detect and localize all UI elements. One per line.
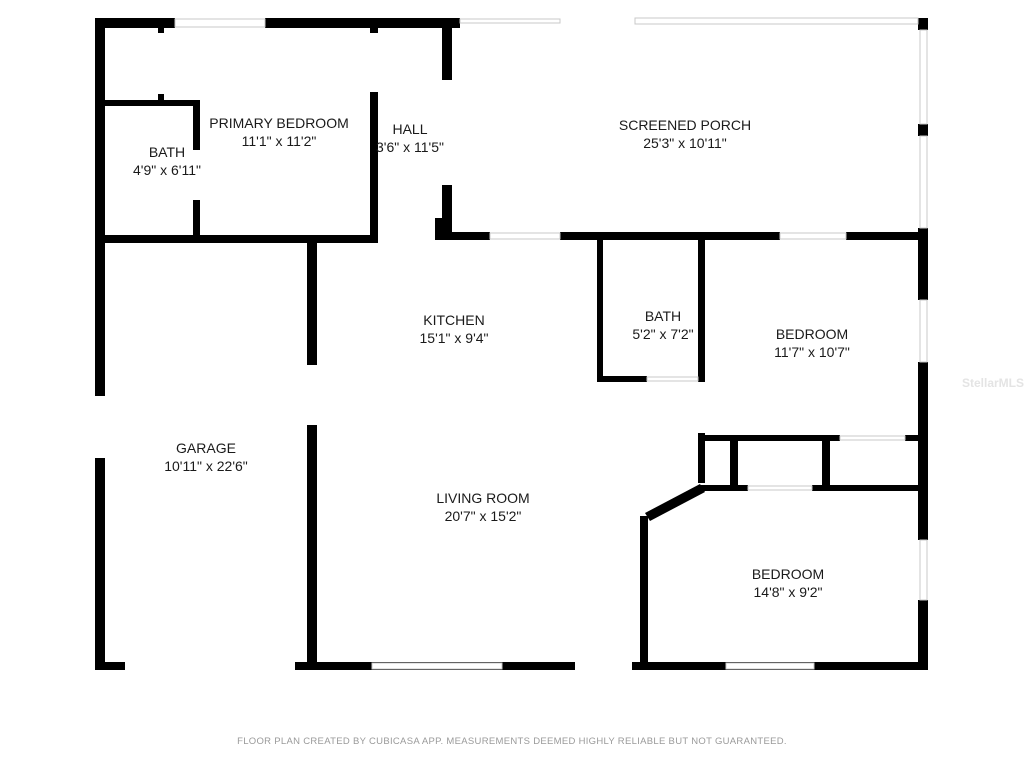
- room-name: BEDROOM: [751, 566, 825, 582]
- room-bath-primary: BATH 4'9" x 6'11": [133, 143, 201, 179]
- room-name: PRIMARY BEDROOM: [209, 115, 349, 131]
- room-primary-bedroom: PRIMARY BEDROOM 11'1" x 11'2": [209, 114, 349, 150]
- room-size: 11'1" x 11'2": [241, 133, 317, 149]
- room-bedroom-2: BEDROOM 14'8" x 9'2": [752, 565, 824, 601]
- room-size: 25'3" x 10'11": [643, 135, 727, 151]
- room-garage: GARAGE 10'11" x 22'6": [164, 439, 248, 475]
- room-name: GARAGE: [176, 440, 236, 456]
- room-size: 3'6" x 11'5": [376, 139, 444, 155]
- room-name: HALL: [392, 121, 428, 137]
- room-living-room: LIVING ROOM 20'7" x 15'2": [436, 489, 529, 525]
- room-size: 15'1" x 9'4": [419, 330, 489, 346]
- room-bath-2: BATH 5'2" x 7'2": [632, 307, 693, 343]
- room-name: BATH: [644, 308, 682, 324]
- room-size: 10'11" x 22'6": [164, 458, 248, 474]
- room-name: LIVING ROOM: [436, 490, 530, 506]
- room-size: 11'7" x 10'7": [774, 344, 850, 360]
- room-size: 14'8" x 9'2": [753, 584, 823, 600]
- room-size: 4'9" x 6'11": [133, 162, 201, 178]
- room-bedroom-1: BEDROOM 11'7" x 10'7": [774, 325, 850, 361]
- windows: [174, 17, 928, 670]
- watermark: StellarMLS: [962, 376, 1024, 390]
- room-name: SCREENED PORCH: [618, 117, 752, 133]
- room-name: KITCHEN: [423, 312, 485, 328]
- room-hall: HALL 3'6" x 11'5": [376, 120, 444, 156]
- room-screened-porch: SCREENED PORCH 25'3" x 10'11": [619, 116, 751, 152]
- room-name: BATH: [148, 144, 186, 160]
- room-size: 20'7" x 15'2": [444, 508, 522, 524]
- footer-disclaimer: FLOOR PLAN CREATED BY CUBICASA APP. MEAS…: [237, 736, 787, 747]
- room-size: 5'2" x 7'2": [632, 326, 694, 342]
- room-name: BEDROOM: [775, 326, 849, 342]
- room-kitchen: KITCHEN 15'1" x 9'4": [420, 311, 489, 347]
